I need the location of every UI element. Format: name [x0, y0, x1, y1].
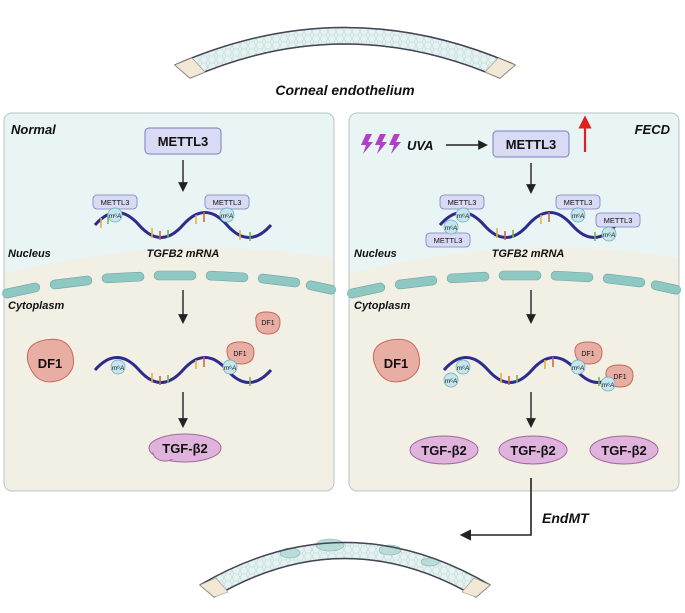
svg-text:m⁶A: m⁶A — [603, 232, 615, 239]
left-mettl3-small-1: METTL3 — [92, 194, 138, 210]
left-m6a-nuc-1: m⁶A — [107, 207, 123, 223]
svg-text:TGF-β2: TGF-β2 — [421, 443, 467, 458]
svg-text:m⁶A: m⁶A — [112, 365, 124, 372]
svg-text:TGF-β2: TGF-β2 — [162, 441, 208, 456]
right-mettl3-box: METTL3 — [492, 130, 570, 158]
right-mrna-cytoplasm — [442, 356, 622, 384]
left-mettl3-small-2: METTL3 — [204, 194, 250, 210]
right-mettl3-small-4: METTL3 — [595, 212, 641, 228]
left-m6a-nuc-2: m⁶A — [219, 207, 235, 223]
svg-text:m⁶A: m⁶A — [572, 365, 584, 372]
svg-text:METTL3: METTL3 — [213, 198, 242, 207]
right-df1-large: DF1 — [372, 338, 420, 383]
svg-text:DF1: DF1 — [613, 374, 626, 381]
left-cytoplasm-label: Cytoplasm — [8, 300, 64, 312]
left-panel: Normal Nucleus Cytoplasm METTL3 METTL3 M… — [2, 112, 336, 492]
uva-label: UVA — [407, 138, 433, 153]
svg-text:METTL3: METTL3 — [434, 236, 463, 245]
right-mettl3-small-3: METTL3 — [555, 194, 601, 210]
svg-text:m⁶A: m⁶A — [221, 213, 233, 220]
right-m6a-nuc-4: m⁶A — [601, 226, 617, 242]
svg-text:m⁶A: m⁶A — [109, 213, 121, 220]
nuclear-membrane-right — [347, 270, 681, 299]
right-mrna-label: TGFB2 mRNA — [492, 248, 565, 260]
right-tgfb2-1: TGF-β2 — [409, 435, 479, 465]
right-tgfb2-3: TGF-β2 — [589, 435, 659, 465]
left-mrna-label: TGFB2 mRNA — [147, 248, 220, 260]
svg-text:m⁶A: m⁶A — [224, 365, 236, 372]
right-m6a-cyto-4: m⁶A — [600, 376, 616, 392]
top-label: Corneal endothelium — [275, 82, 414, 98]
left-nucleus-label: Nucleus — [8, 248, 51, 260]
svg-text:m⁶A: m⁶A — [457, 213, 469, 220]
svg-text:m⁶A: m⁶A — [457, 365, 469, 372]
svg-text:METTL3: METTL3 — [101, 198, 130, 207]
svg-text:m⁶A: m⁶A — [572, 213, 584, 220]
right-panel: FECD Nucleus Cytoplasm UVA METTL3 METTL3 — [347, 112, 681, 492]
right-m6a-cyto-1: m⁶A — [455, 359, 471, 375]
right-nuc-bases — [496, 212, 596, 241]
left-mettl3-box: METTL3 — [144, 127, 222, 155]
right-m6a-cyto-3: m⁶A — [570, 359, 586, 375]
svg-text:TGF-β2: TGF-β2 — [510, 443, 556, 458]
right-mrna-nucleus — [438, 211, 618, 239]
left-cyto-bases — [151, 357, 251, 386]
cornea-top — [173, 26, 517, 79]
left-df1-free: DF1 — [255, 311, 281, 335]
svg-text:METTL3: METTL3 — [158, 134, 209, 149]
svg-text:DF1: DF1 — [261, 320, 274, 327]
svg-text:m⁶A: m⁶A — [445, 225, 457, 232]
left-mrna-cytoplasm — [93, 356, 273, 384]
left-df1-large: DF1 — [26, 338, 74, 383]
svg-text:DF1: DF1 — [233, 351, 246, 358]
left-tgfb2: TGF-β2 — [148, 433, 222, 463]
svg-text:METTL3: METTL3 — [564, 198, 593, 207]
left-m6a-cyto-2: m⁶A — [222, 359, 238, 375]
nuclear-membrane-left — [2, 270, 336, 299]
svg-text:m⁶A: m⁶A — [602, 382, 614, 389]
right-tgfb2-2: TGF-β2 — [498, 435, 568, 465]
svg-text:DF1: DF1 — [384, 356, 409, 371]
svg-text:METTL3: METTL3 — [506, 137, 557, 152]
left-m6a-cyto-1: m⁶A — [110, 359, 126, 375]
left-panel-title: Normal — [11, 122, 56, 137]
svg-text:METTL3: METTL3 — [448, 198, 477, 207]
right-cytoplasm-label: Cytoplasm — [354, 300, 410, 312]
right-nucleus-label: Nucleus — [354, 248, 397, 260]
endmt-label: EndMT — [542, 510, 590, 526]
right-m6a-nuc-3: m⁶A — [570, 207, 586, 223]
uva-bolt-icons — [361, 134, 401, 154]
svg-text:DF1: DF1 — [581, 351, 594, 358]
svg-text:TGF-β2: TGF-β2 — [601, 443, 647, 458]
right-panel-title: FECD — [635, 122, 671, 137]
cornea-bottom — [198, 538, 492, 598]
right-mettl3-small-1: METTL3 — [439, 194, 485, 210]
right-m6a-nuc-2: m⁶A — [443, 219, 459, 235]
right-m6a-cyto-2: m⁶A — [443, 372, 459, 388]
svg-text:DF1: DF1 — [38, 356, 63, 371]
svg-text:METTL3: METTL3 — [604, 216, 633, 225]
right-cyto-bases — [500, 357, 600, 386]
right-m6a-nuc-1: m⁶A — [455, 207, 471, 223]
endmt-arrow — [459, 478, 532, 541]
svg-text:m⁶A: m⁶A — [445, 378, 457, 385]
right-mettl3-small-2: METTL3 — [425, 232, 471, 248]
